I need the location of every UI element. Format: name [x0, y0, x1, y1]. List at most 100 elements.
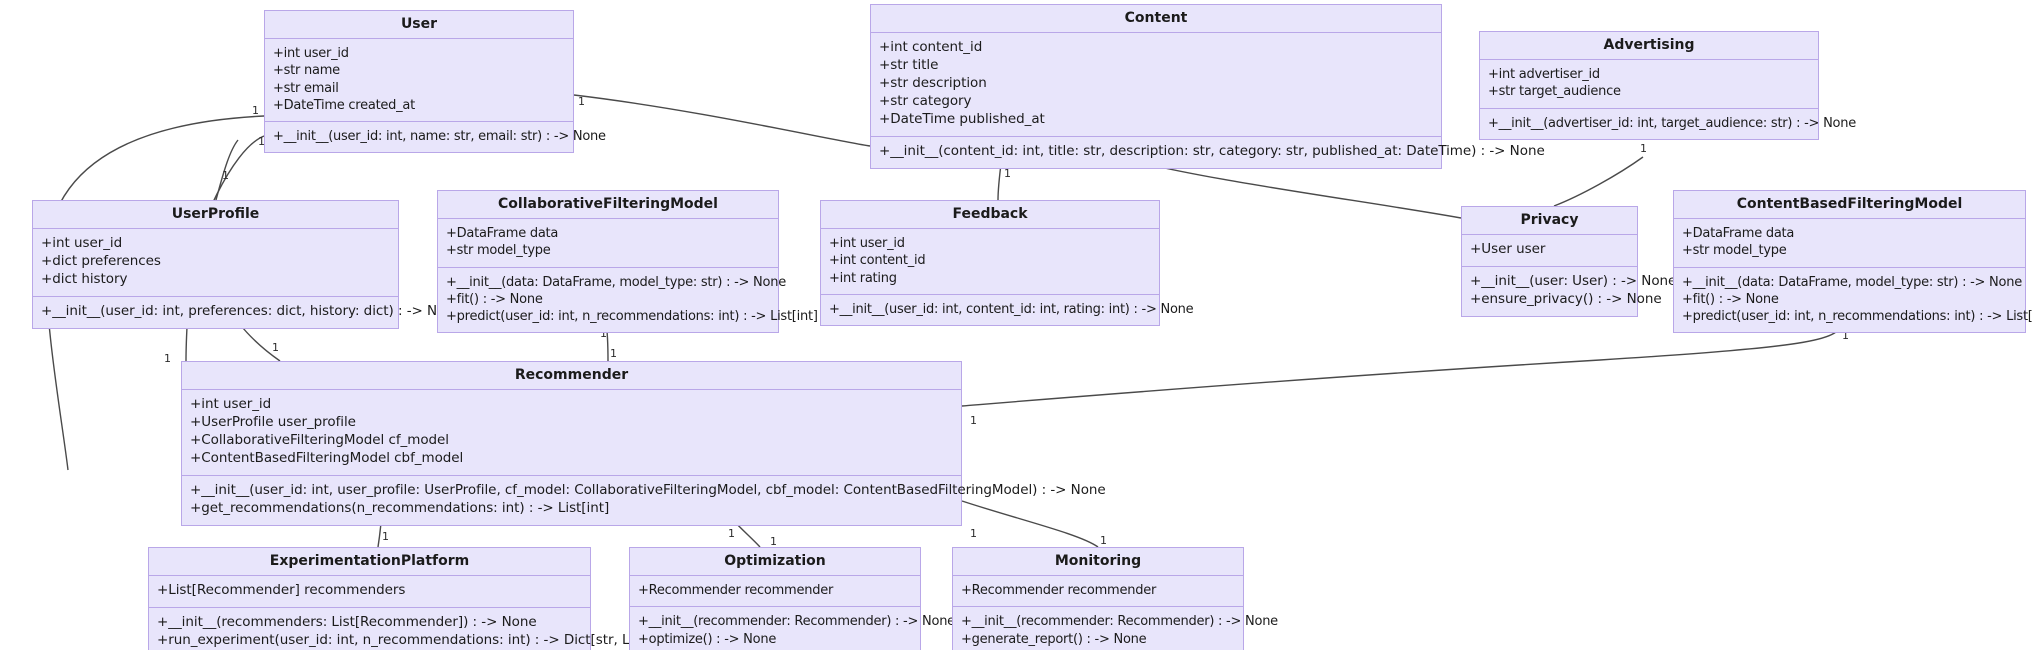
attribute-line: +int user_id	[190, 396, 272, 412]
class-box-monitoring[interactable]: Monitoring +Recommender recommender +__ini…	[952, 547, 1278, 650]
class-attributes-user: +int user_id +str name+str email+DateTime…	[265, 39, 573, 122]
multiplicity-label: 1	[770, 535, 777, 548]
attribute-line: +str description	[879, 74, 987, 91]
class-methods-optimization: +__init__(recommender: Recommender) : ->…	[630, 606, 955, 650]
class-attributes-contentbasedfilteringmodel: +DataFrame data +str model_type	[1674, 219, 2025, 267]
class-title-userprofile: UserProfile	[33, 201, 398, 229]
multiplicity-label: 1	[1640, 142, 1647, 155]
class-methods-advertising: +__init__(advertiser_id: int, target_aud…	[1480, 107, 1856, 139]
class-box-feedback[interactable]: Feedback+int user_id+int content_id+int …	[820, 200, 1194, 327]
class-box-content[interactable]: Content+int content_id+str title+str des…	[870, 4, 1545, 169]
attribute-line: +CollaborativeFilteringModel cf_model	[190, 431, 450, 448]
method-line: +run_experiment(user_id: int, n_recommen…	[157, 631, 679, 648]
multiplicity-label: 1	[600, 327, 607, 340]
class-title-monitoring: Monitoring	[953, 548, 1243, 576]
class-methods-content: +__init__(content_id: int, title: str, d…	[871, 135, 1545, 168]
method-line: +__init__(user_id: int, preferences: dic…	[41, 302, 463, 319]
association-edge-user-content-link	[573, 94, 871, 147]
class-title-privacy: Privacy	[1462, 207, 1637, 235]
attribute-line: +int user_id	[829, 236, 905, 251]
method-line: +__init__(data: DataFrame, model_type: s…	[446, 274, 786, 290]
class-methods-experimentationplatform: +__init__(recommenders: List[Recommender…	[149, 606, 679, 650]
multiplicity-label: 1	[1004, 167, 1011, 180]
multiplicity-label: 1	[1842, 329, 1849, 342]
attribute-line: +int content_id	[879, 39, 983, 55]
class-attributes-collaborativefilteringmodel: +DataFrame data+str model_type	[438, 219, 778, 267]
attribute-line: +UserProfile user_profile	[190, 413, 356, 430]
attribute-line: +int advertiser_id	[1488, 67, 1600, 82]
attribute-line: +DateTime created_at	[273, 97, 415, 113]
class-box-privacy[interactable]: Privacy +User user +__init__(user: User) :…	[1461, 206, 1677, 317]
class-box-user[interactable]: User +int user_id +str name+str email+Date…	[264, 10, 606, 154]
method-line: +ensure_privacy() : -> None	[1470, 290, 1662, 307]
class-box-advertising[interactable]: Advertising+int advertiser_id+str target…	[1479, 31, 1856, 140]
attribute-line: +ContentBasedFilteringModel cbf_model	[190, 449, 464, 466]
class-title-contentbasedfilteringmodel: ContentBasedFilteringModel	[1674, 191, 2025, 219]
multiplicity-label: 1	[258, 135, 265, 148]
method-line: +generate_report() : -> None	[961, 631, 1147, 647]
class-box-recommender[interactable]: Recommender+int user_id+UserProfile user…	[181, 361, 1106, 526]
attribute-line: +List[Recommender] recommenders	[157, 582, 406, 598]
attribute-line: +str name	[273, 63, 340, 79]
class-box-optimization[interactable]: Optimization +Recommender recommender +__i…	[629, 547, 955, 650]
method-line: +fit() : -> None	[1682, 291, 1779, 307]
class-methods-userprofile: +__init__(user_id: int, preferences: dic…	[33, 295, 463, 328]
multiplicity-label: 1	[382, 530, 389, 543]
method-line: +__init__(user: User) : -> None	[1470, 272, 1677, 289]
class-attributes-recommender: +int user_id+UserProfile user_profile+Co…	[182, 390, 961, 475]
class-methods-recommender: +__init__(user_id: int, user_profile: Us…	[182, 474, 1106, 525]
attribute-line: +str target_audience	[1488, 84, 1621, 100]
method-line: +__init__(recommenders: List[Recommender…	[157, 613, 537, 630]
class-box-collaborativefilteringmodel[interactable]: CollaborativeFilteringModel+DataFrame da…	[437, 190, 818, 334]
multiplicity-label: 1	[1100, 534, 1107, 547]
method-line: +__init__(user_id: int, content_id: int,…	[829, 301, 1194, 317]
class-methods-collaborativefilteringmodel: +__init__(data: DataFrame, model_type: s…	[438, 266, 818, 333]
attribute-line: +int content_id	[829, 253, 926, 269]
class-attributes-advertising: +int advertiser_id +str target_audience	[1480, 60, 1818, 108]
class-methods-feedback: +__init__(user_id: int, content_id: int,…	[821, 293, 1194, 326]
class-methods-monitoring: +__init__(recommender: Recommender) : ->…	[953, 606, 1278, 650]
class-title-optimization: Optimization	[630, 548, 920, 576]
class-title-collaborativefilteringmodel: CollaborativeFilteringModel	[438, 191, 778, 219]
attribute-line: +Recommender recommender	[638, 583, 834, 598]
method-line: +predict(user_id: int, n_recommendations…	[446, 309, 818, 325]
class-title-recommender: Recommender	[182, 362, 961, 390]
attribute-line: +int user_id	[273, 46, 349, 61]
class-attributes-userprofile: +int user_id+dict preferences+dict histo…	[33, 229, 398, 296]
class-methods-contentbasedfilteringmodel: +__init__(data: DataFrame, model_type: s…	[1674, 266, 2032, 333]
multiplicity-label: 1	[970, 527, 977, 540]
method-line: +predict(user_id: int, n_recommendations…	[1682, 309, 2032, 325]
method-line: +__init__(advertiser_id: int, target_aud…	[1488, 115, 1856, 131]
method-line: +__init__(recommender: Recommender) : ->…	[961, 614, 1278, 630]
class-box-userprofile[interactable]: UserProfile+int user_id+dict preferences…	[32, 200, 463, 329]
attribute-line: +User user	[1470, 241, 1546, 257]
method-line: +optimize() : -> None	[638, 631, 777, 647]
attribute-line: +Recommender recommender	[961, 583, 1157, 598]
class-title-feedback: Feedback	[821, 201, 1159, 229]
attribute-line: +str title	[879, 56, 939, 73]
attribute-line: +DataFrame data	[1682, 226, 1795, 241]
class-box-contentbasedfilteringmodel[interactable]: ContentBasedFilteringModel+DataFrame dat…	[1673, 190, 2032, 334]
association-edge-cbfm-recommender	[961, 320, 1843, 407]
method-line: +__init__(data: DataFrame, model_type: s…	[1682, 274, 2022, 290]
multiplicity-label: 1	[164, 352, 171, 365]
class-attributes-feedback: +int user_id+int content_id+int rating	[821, 229, 1159, 294]
attribute-line: +DataFrame data	[446, 226, 559, 241]
attribute-line: +str category	[879, 92, 972, 109]
class-attributes-content: +int content_id+str title+str descriptio…	[871, 33, 1441, 136]
attribute-line: +str email	[273, 80, 339, 96]
class-attributes-optimization: +Recommender recommender	[630, 576, 920, 607]
multiplicity-label: 1	[970, 414, 977, 427]
method-line: +fit() : -> None	[446, 291, 543, 307]
method-line: +__init__(user_id: int, user_profile: Us…	[190, 481, 1106, 498]
association-edge-recommender-monitoring	[961, 500, 1099, 548]
method-line: +get_recommendations(n_recommendations: …	[190, 499, 610, 516]
multiplicity-label: 1	[272, 341, 279, 354]
class-title-user: User	[265, 11, 573, 39]
multiplicity-label: 1	[728, 527, 735, 540]
multiplicity-label: 1	[578, 95, 585, 108]
attribute-line: +str model_type	[1682, 243, 1787, 259]
multiplicity-label: 1	[252, 104, 259, 117]
class-box-experimentationplatform[interactable]: ExperimentationPlatform+List[Recommender…	[148, 547, 679, 650]
